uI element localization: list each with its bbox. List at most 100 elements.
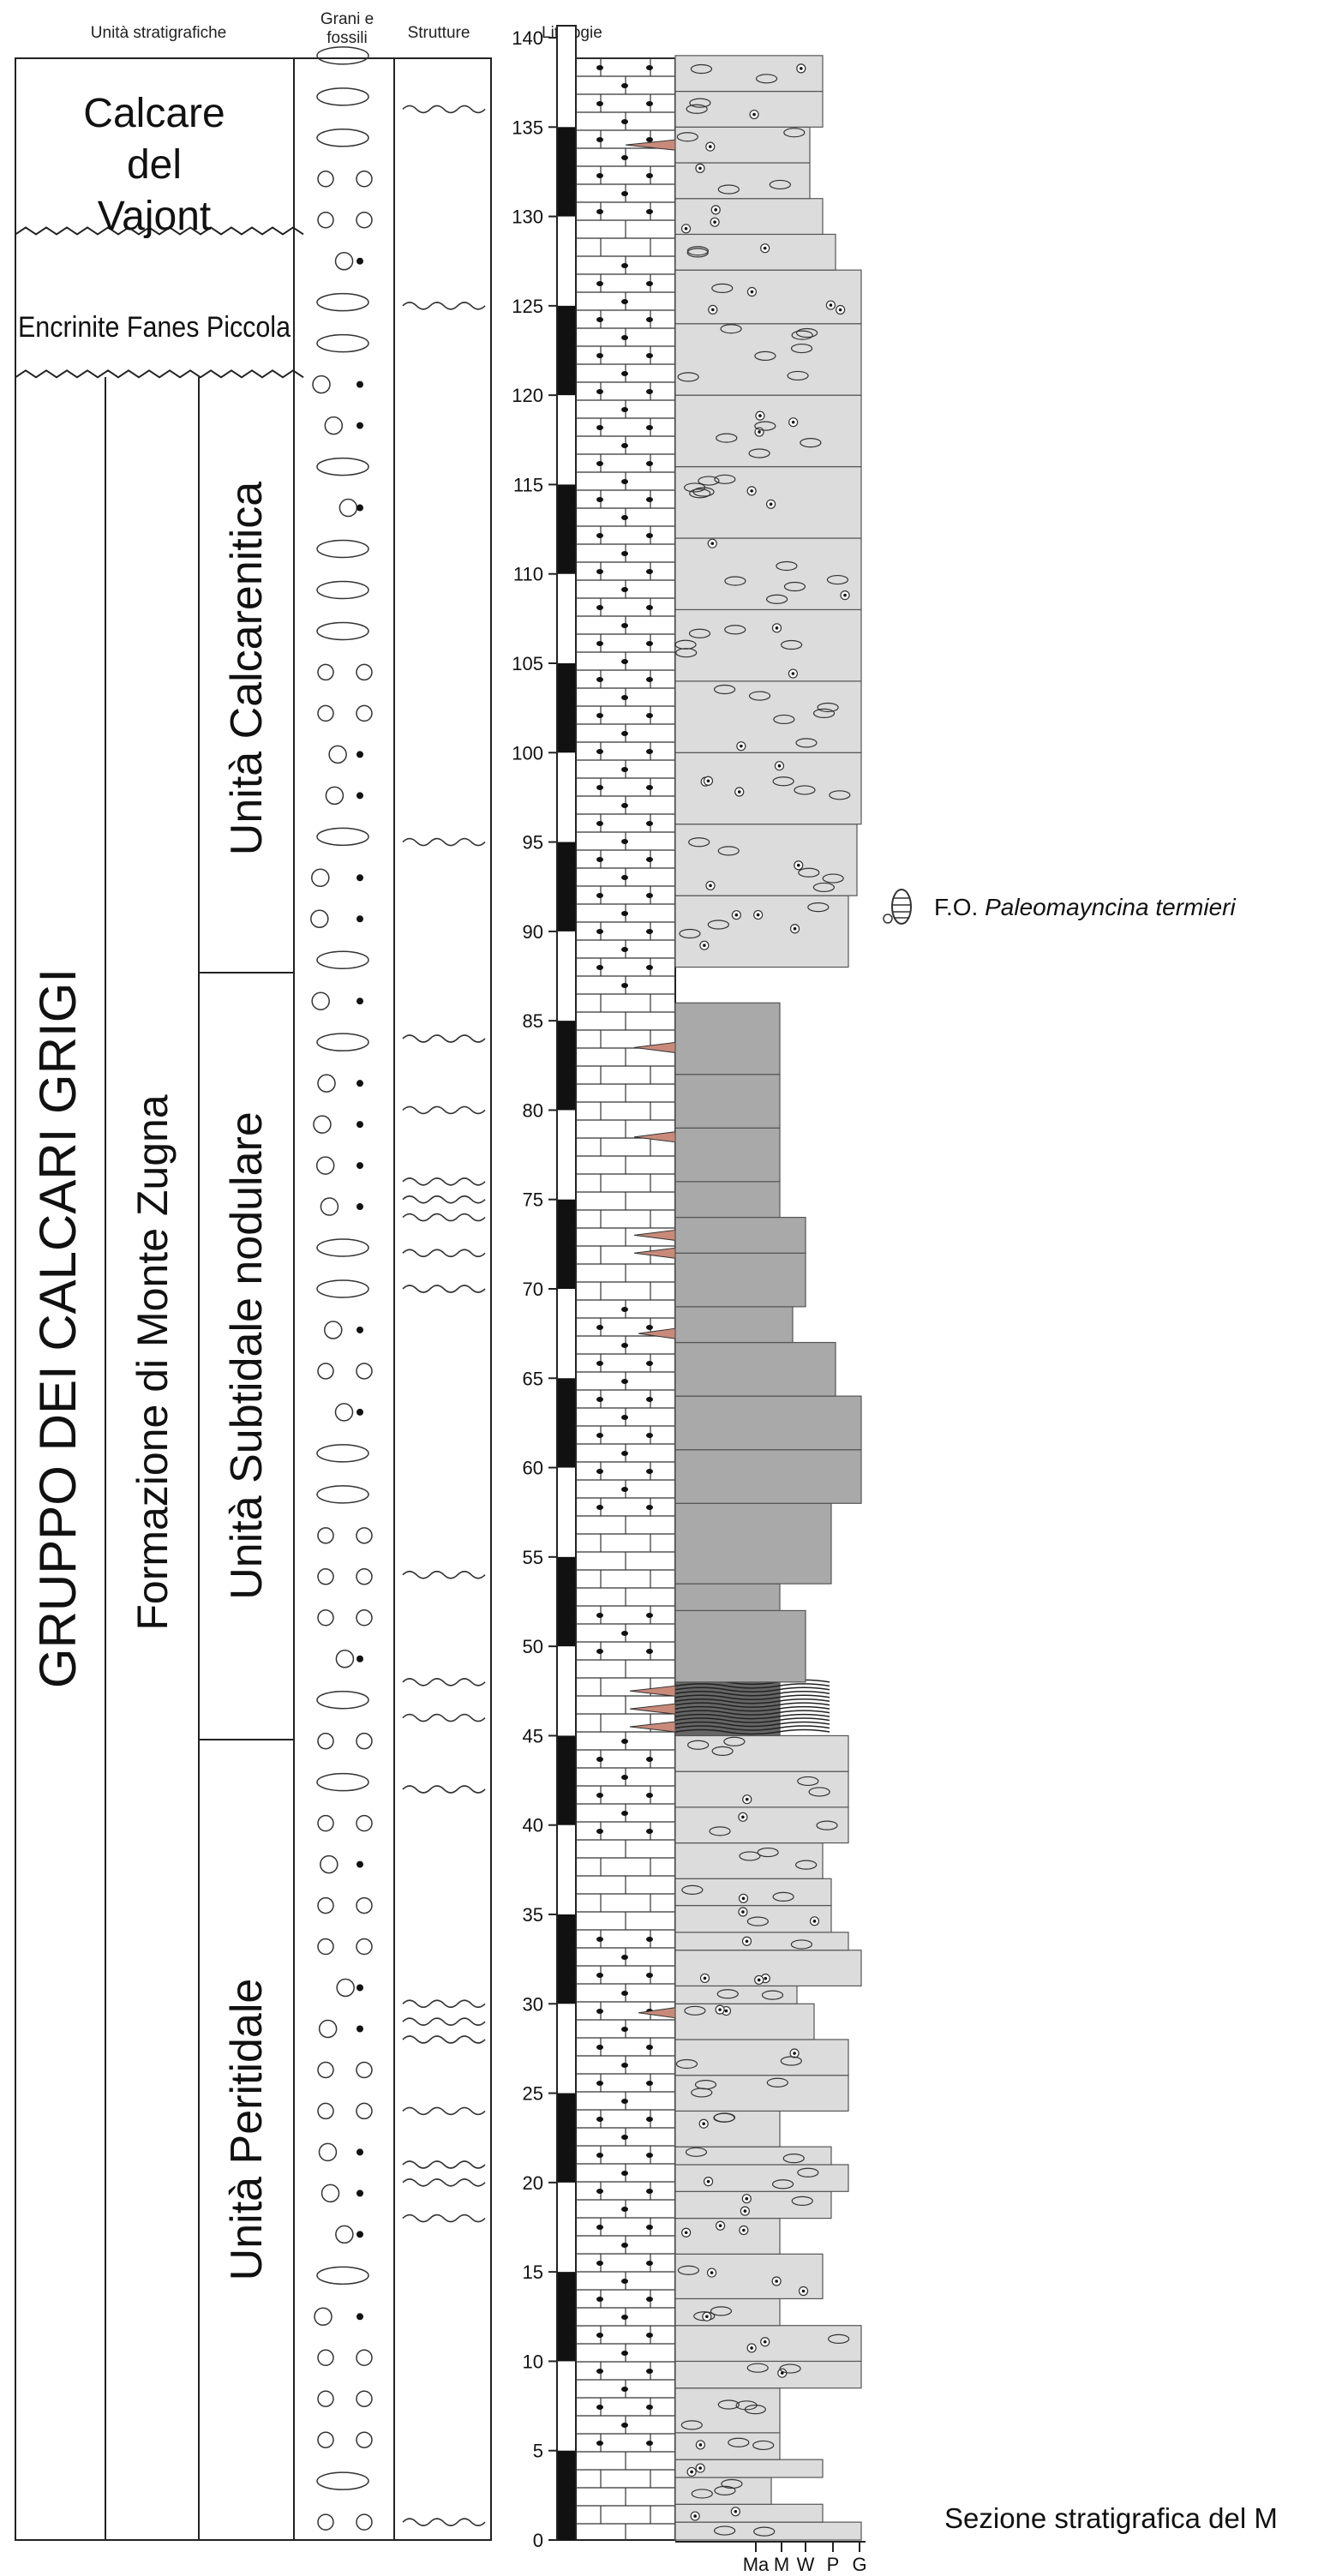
facies-bed (674, 2297, 781, 2327)
oncoid-symbol (686, 104, 708, 114)
ooid-dot (646, 2081, 653, 2086)
ooid-dot (621, 1991, 628, 1996)
oncoid-symbol (772, 1891, 794, 1902)
ooid-grain-symbol (310, 909, 329, 929)
scale-block (558, 484, 575, 574)
oncoid-symbol (754, 350, 776, 361)
nodular-line (674, 1717, 830, 1723)
structure-symbol (402, 105, 486, 114)
peloid-grain-symbol (356, 1938, 373, 1956)
ooid-dot (621, 1739, 628, 1744)
scale-block (558, 842, 575, 932)
oncoid-symbol (687, 1740, 710, 1750)
oncoid-symbol (710, 2306, 733, 2316)
oncoid-symbol (826, 574, 849, 585)
ooid-core-symbol (356, 1655, 363, 1662)
nodular-line (674, 1698, 830, 1704)
facies-bed (674, 1806, 849, 1844)
scale-tick-label: 15 (523, 2261, 543, 2283)
ooid-nucleus (734, 2510, 738, 2513)
oncoid-symbol (728, 2437, 750, 2447)
oncoid-grain-symbol (316, 457, 369, 476)
ooid-dot (621, 83, 628, 88)
ooid-nucleus (741, 1910, 745, 1914)
oncoid-symbol (755, 74, 778, 84)
peloid-grain-symbol (317, 663, 334, 681)
facies-bed (674, 1181, 781, 1219)
oncoid-symbol (748, 691, 771, 701)
nodular-line (674, 1710, 830, 1716)
ooid-nucleus (745, 1939, 749, 1944)
facies-bed (674, 1127, 781, 1183)
oncoid-symbol (724, 576, 746, 586)
ooid-grain-symbol (334, 251, 354, 271)
ooid-dot (646, 2261, 653, 2266)
ooid-dot (596, 1505, 603, 1510)
oncoid-symbol (717, 846, 740, 856)
ooid-dot (646, 173, 653, 178)
ooid-dot (596, 533, 603, 538)
peloid-grain-symbol (317, 1896, 334, 1914)
oncoid-symbol (766, 594, 788, 604)
oncoid-symbol (797, 1776, 819, 1787)
oncoid-grain-symbol (316, 827, 369, 847)
ooid-dot (596, 1937, 603, 1942)
oncoid-grain-symbol (316, 2266, 369, 2285)
oncoid-symbol (791, 2196, 813, 2206)
lithology-column (575, 57, 676, 2541)
ooid-dot (646, 821, 653, 826)
ooid-dot (646, 1649, 653, 1654)
oncoid-symbol (677, 2265, 700, 2275)
facies-bed (674, 2387, 781, 2434)
ooid-nucleus (745, 1797, 749, 1801)
ooid-dot (646, 389, 653, 394)
ooid-dot (646, 2189, 653, 2194)
ooid-core-symbol (356, 1408, 363, 1416)
facies-bed (674, 1395, 862, 1451)
ooid-dot (646, 65, 653, 70)
ooid-dot (621, 2315, 628, 2320)
ooid-dot (646, 281, 653, 286)
scale-block (558, 1021, 575, 1111)
scale-tick-label: 25 (523, 2083, 543, 2105)
ooid-grain-symbol (311, 991, 330, 1010)
ooid-dot (621, 2423, 628, 2428)
oncoid-grain-symbol (316, 1444, 369, 1463)
oncoid-symbol (817, 702, 839, 713)
oncoid-symbol (822, 873, 844, 884)
ooid-dot (621, 767, 628, 772)
ooid-dot (621, 1487, 628, 1492)
facies-bed (674, 1609, 806, 1683)
unit-calcarenitica: Unità Calcarenitica (222, 482, 272, 855)
ooid-dot (646, 2297, 653, 2302)
scale-tick-label: 125 (512, 296, 543, 317)
oncoid-symbol (776, 560, 798, 572)
ooid-nucleus (703, 944, 706, 947)
peloid-grain-symbol (356, 2513, 373, 2531)
oncoid-symbol (752, 2440, 775, 2451)
scale-block (558, 1378, 575, 1468)
scale-tick-label: 85 (523, 1010, 543, 1032)
ooid-dot (621, 2171, 628, 2176)
ooid-dot (646, 2405, 653, 2410)
ooid-dot (596, 137, 603, 142)
peloid-grain-symbol (317, 2431, 334, 2448)
ooid-dot (646, 533, 653, 538)
ooid-dot (621, 1379, 628, 1384)
ooid-dot (596, 2369, 603, 2374)
oncoid-symbol (771, 2179, 794, 2190)
structure-symbol (402, 2178, 486, 2187)
oncoid-symbol (816, 1820, 838, 1830)
ooid-dot (646, 1829, 653, 1834)
scale-block (558, 127, 575, 217)
peloid-grain-symbol (317, 2390, 334, 2407)
annotation-taxon: Paleomayncina termieri (985, 894, 1236, 920)
oncoid-symbol (790, 343, 813, 354)
oncoid-symbol (679, 928, 701, 939)
oncoid-symbol (739, 1851, 761, 1861)
oncoid-symbol (783, 581, 806, 592)
ooid-dot (621, 1775, 628, 1780)
oncoid-grain-symbol (316, 580, 369, 600)
ooid-nucleus (838, 308, 842, 312)
ooid-dot (621, 155, 628, 160)
